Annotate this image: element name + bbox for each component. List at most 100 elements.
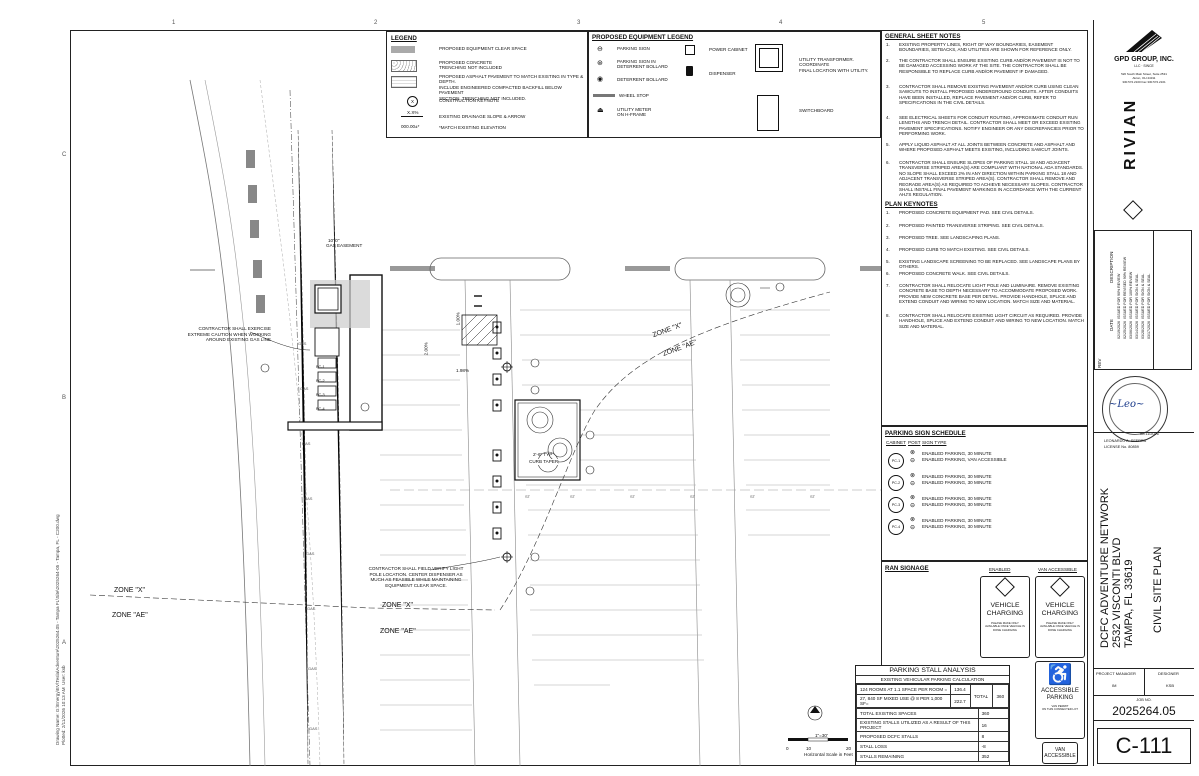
rev-row: 03/17/2026 ISSUED FOR SIGN & SEAL: [1147, 273, 1151, 339]
revision-extra: [1154, 230, 1192, 370]
slope-label: 1.00%: [455, 312, 461, 326]
schedule-header: CABINET: [886, 440, 906, 445]
legend-title: LEGEND: [391, 35, 417, 42]
dispenser-icon: [686, 66, 693, 76]
row-letter: C: [62, 152, 67, 158]
legend-item: PROPOSED CONCRETE TRENCHING NOT INCLUDED: [439, 60, 502, 71]
van-sign-text: VAN ACCESSIBLE: [1044, 747, 1076, 759]
rev-row: 02/25/2026 ISSUED FOR REVISED 90% REVIEW: [1123, 256, 1127, 339]
scale-tick: 20: [846, 746, 852, 751]
zone-ae-label: ZONE "AE": [380, 628, 416, 635]
parking-sign-icon: ⊖: [597, 46, 603, 53]
keynote: 4.PROPOSED CURB TO MATCH EXISTING. SEE C…: [886, 247, 1030, 252]
rev-row: 02/19/2026 ISSUED FOR 90% REVIEW: [1117, 273, 1121, 339]
psa-row-value: 8: [977, 731, 1010, 742]
svg-text:GAS: GAS: [298, 341, 307, 346]
clear-space-swatch: [391, 46, 415, 53]
sign-small-text: PLEASE MAKE ONLY AVAILABLE ONCE VEHICLE …: [985, 621, 1025, 632]
equip-item: PARKING SIGN: [617, 46, 650, 51]
equip-item: UTILITY METER ON H-FRAME: [617, 107, 652, 118]
sheet-title: CIVIL SITE PLAN: [1152, 546, 1164, 633]
psa-title: PARKING STALL ANALYSIS: [856, 666, 1009, 676]
wheel-stop-icon: [593, 94, 615, 97]
rev-header: REV: [1097, 358, 1102, 368]
sign-post-icon: ⊗⊖: [910, 495, 916, 509]
pm-label: PROJECT MANAGER: [1096, 671, 1136, 676]
general-note: 1.EXISTING PROPERTY LINES, RIGHT OF WAY …: [886, 42, 1072, 53]
psa-row-label: EXISTING STALLS UTILIZED AS A RESULT OF …: [856, 718, 979, 732]
svg-text:ST: ST: [810, 494, 816, 499]
accessible-text: ACCESSIBLE PARKING: [1041, 688, 1079, 701]
svg-text:ST: ST: [570, 494, 576, 499]
equip-item: PARKING SIGN IN DETERRENT BOLLARD: [617, 59, 668, 70]
pc-label: PC-2: [316, 379, 325, 383]
accessible-small-text: VAN PERMIT ON THIS CONNECTED LOT: [1041, 704, 1078, 712]
keynote: 1.PROPOSED CONCRETE EQUIPMENT PAD. SEE C…: [886, 210, 1034, 215]
engineer-name: LEONARDO A. SFERRA: [1104, 439, 1147, 443]
designer-value: KSB: [1166, 683, 1175, 688]
curb-dim-label: 2'-6" TYP: [533, 452, 553, 457]
legend-item: PROPOSED EQUIPMENT CLEAR SPACE: [439, 46, 527, 51]
legend-box: LEGEND PROPOSED EQUIPMENT CLEAR SPACE PR…: [386, 31, 588, 138]
plan-keynotes-title: PLAN KEYNOTES: [885, 201, 938, 208]
project-name: DCFC ADVENTURE NETWORK: [1099, 487, 1111, 648]
psa-calc-table: 124 ROOMS AT 1.1 SPACE PER ROOM = 136.4 …: [855, 684, 1009, 708]
light-pole-callout: CONTRACTOR SHALL FIELD VERIFY LIGHT POLE…: [368, 566, 464, 588]
column-number: 5: [982, 20, 986, 26]
schedule-title: PARKING SIGN SCHEDULE: [885, 430, 966, 437]
vehicle-charging-sign-van: VEHICLE CHARGING PLEASE MAKE ONLY AVAILA…: [1035, 576, 1085, 658]
general-note: 2.THE CONTRACTOR SHALL ENSURE EXISTING C…: [886, 58, 1080, 74]
legend-item: PROPOSED ASPHALT PAVEMENT TO MATCH EXIST…: [439, 74, 584, 101]
psa-total-value: 360: [992, 684, 1009, 708]
rivian-mark-icon: [1050, 577, 1070, 597]
rivian-brand: RIVIAN: [1122, 97, 1139, 170]
schedule-header: POST: [908, 440, 921, 445]
schedule-header: SIGN TYPE: [922, 440, 947, 445]
keynote: 6.PROPOSED CONCRETE WALK. SEE CIVIL DETA…: [886, 271, 1010, 276]
revision-table: REV DATE DESCRIPTION 02/19/2026 ISSUED F…: [1094, 230, 1154, 370]
bollard-icon: ◉: [597, 76, 604, 83]
schedule-row-text: ENABLED PARKING, 30 MINUTE ENABLED PARKI…: [922, 496, 992, 507]
scale-ratio: 1"=30': [815, 733, 828, 738]
parking-stall-analysis: PARKING STALL ANALYSIS EXISTING VEHICULA…: [855, 665, 1010, 766]
project-title-area: DCFC ADVENTURE NETWORK 2532 VISCONTI BLV…: [1094, 432, 1194, 685]
company-address: 520 South Main Street, Suite 2531 Akron,…: [1121, 72, 1167, 84]
general-note: 5.APPLY LIQUID ASPHALT AT ALL JOINTS BET…: [886, 142, 1075, 153]
designer-label: DESIGNER: [1158, 671, 1179, 676]
pc-label: PC-3: [316, 393, 325, 397]
psa-row-value: 352: [977, 751, 1010, 762]
engineer-seal-icon: ~Leo~: [1102, 376, 1168, 442]
svg-text:GAS: GAS: [300, 386, 309, 391]
sign-post-icon: ⊗⊖: [910, 473, 916, 487]
gpd-logo-icon: [1112, 26, 1176, 56]
rivian-mark-icon: [995, 577, 1015, 597]
rev-row: 03/28/2026 ISSUED FOR SIGN & SEAL: [1141, 273, 1145, 339]
equip-item: DISPENSER: [709, 71, 736, 76]
enabled-label: ENABLED: [989, 567, 1011, 572]
svg-text:GAS: GAS: [302, 441, 311, 446]
svg-text:GAS: GAS: [309, 726, 318, 731]
job-no-label: JOB NO.: [1136, 698, 1152, 702]
sign-text: VEHICLE CHARGING: [986, 602, 1024, 617]
cabinet-tag: PC-2: [888, 475, 904, 491]
sign-small-text: PLEASE MAKE ONLY AVAILABLE ONCE VEHICLE …: [1040, 621, 1080, 632]
general-note: 3.CONTRACTOR SHALL REMOVE EXISTING PAVEM…: [886, 84, 1079, 106]
general-notes-title: GENERAL SHEET NOTES: [885, 33, 961, 40]
psa-total-label: TOTAL: [969, 684, 994, 708]
equip-item: POWER CABINET: [709, 47, 748, 52]
pc-label: PC-4: [316, 407, 325, 411]
cabinet-tag: PC-3: [888, 497, 904, 513]
slope-symbol: X.X%: [407, 110, 419, 115]
gas-easement-dim: 10' 0": [328, 238, 340, 243]
keynote: 5.EXISTING LANDSCAPE SCREENING TO BE REP…: [886, 259, 1080, 270]
legend-item: CONSTRUCTION KEYNOTE: [439, 98, 500, 103]
rivian-compass-icon: [1123, 200, 1143, 220]
legend-item: *MATCH EXISTING ELEVATION: [439, 125, 506, 130]
title-block: GPD GROUP, INC. LLC · SINCE 520 South Ma…: [1093, 20, 1194, 766]
svg-text:ST: ST: [750, 494, 756, 499]
rev-row: 03/14/2026 ISSUED FOR SIGN & SEAL: [1135, 273, 1139, 339]
schedule-row-text: ENABLED PARKING, 30 MINUTE ENABLED PARKI…: [922, 518, 992, 529]
pc-labels: PC-1 PC-2 PC-3 PC-4: [316, 360, 325, 416]
svg-text:ST: ST: [690, 494, 696, 499]
